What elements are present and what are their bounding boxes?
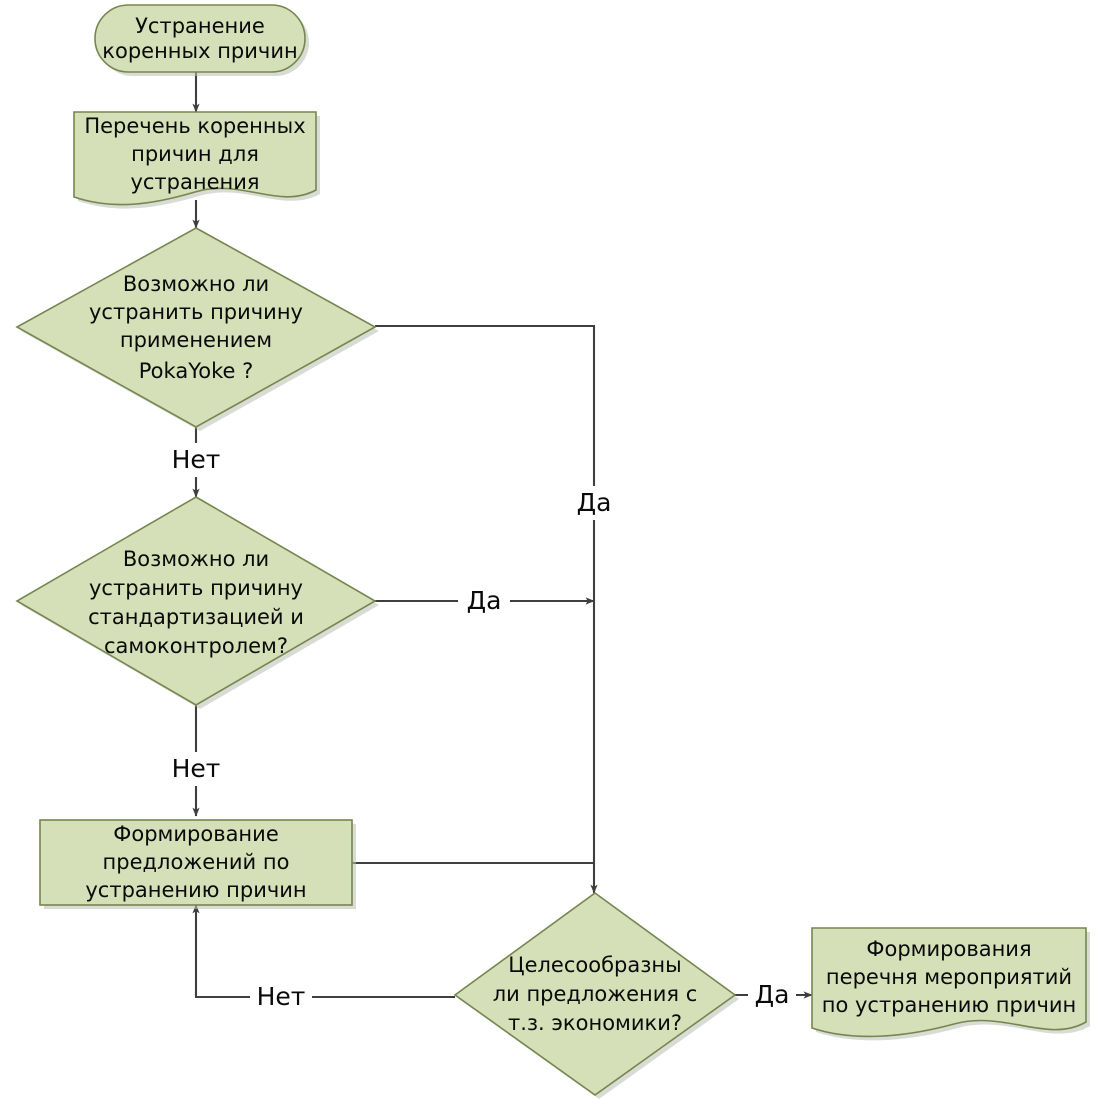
doc-list-label-line-1: Перечень коренных	[84, 114, 305, 138]
node-decision-economics[interactable]: Целесообразны ли предложения с т.з. экон…	[453, 892, 739, 1099]
edge-label-economics-yes-bg	[748, 978, 796, 1012]
edge-labels-layer: Нет Да Нет Да Нет Да	[168, 443, 796, 1014]
doc-list-label-line-3: устранения	[130, 170, 259, 194]
start-label-line-2: коренных причин	[102, 39, 297, 63]
node-start[interactable]: Устранение коренных причин	[94, 4, 309, 76]
edge-label-pokayoke-yes-bg	[568, 486, 620, 520]
edge-label-economics-no: Нет	[257, 982, 306, 1011]
node-doc-measures[interactable]: Формирования перечня мероприятий по устр…	[811, 927, 1090, 1041]
edge-label-economics-yes: Да	[755, 980, 790, 1009]
doc-measures-label-line-2: перечня мероприятий	[826, 965, 1072, 989]
decision-pokayoke-label-line-3: применением	[120, 328, 272, 352]
decision-standard-label-line-4: самоконтролем?	[104, 634, 288, 658]
process-proposals-label-line-3: устранению причин	[85, 878, 306, 902]
process-proposals-shape	[39, 819, 353, 906]
edge-label-standard-no: Нет	[172, 754, 221, 783]
doc-list-shape	[73, 111, 317, 206]
edge-label-standard-yes-bg	[458, 584, 510, 618]
start-shape	[94, 4, 306, 73]
doc-measures-label-line-1: Формирования	[866, 937, 1031, 961]
doc-measures-shape	[811, 927, 1087, 1038]
decision-pokayoke-label-line-2: устранить причину	[89, 300, 303, 324]
edge-economics-no	[192, 904, 455, 999]
edge-label-economics-no-bg	[250, 980, 312, 1014]
edge-label-standard-no-bg	[168, 752, 226, 786]
decision-economics-label-line-1: Целесообразны	[508, 953, 681, 977]
edge-pokayoke-yes	[375, 324, 598, 894]
node-decision-standard[interactable]: Возможно ли устранить причину стандартиз…	[15, 496, 379, 709]
decision-pokayoke-label-line-4: PokaYoke ?	[139, 359, 253, 383]
edge-label-pokayoke-no-bg	[168, 443, 226, 477]
doc-measures-label-line-3: по устранению причин	[822, 993, 1077, 1017]
start-label-line-1: Устранение	[135, 14, 265, 38]
decision-standard-label-line-2: устранить причину	[89, 576, 303, 600]
decision-standard-label-line-3: стандартизацией и	[88, 605, 304, 629]
decision-standard-label-line-1: Возможно ли	[123, 547, 269, 571]
decision-economics-shape	[453, 892, 737, 1096]
decision-standard-shape	[15, 496, 377, 706]
node-decision-pokayoke[interactable]: Возможно ли устранить причину применение…	[15, 227, 379, 431]
node-doc-list[interactable]: Перечень коренных причин для устранения	[73, 111, 320, 209]
process-proposals-label-line-2: предложений по	[103, 850, 290, 874]
decision-pokayoke-label-line-1: Возможно ли	[123, 272, 269, 296]
node-process-proposals[interactable]: Формирование предложений по устранению п…	[39, 819, 356, 909]
edge-label-pokayoke-yes: Да	[577, 488, 612, 517]
process-proposals-label-line-1: Формирование	[113, 822, 278, 846]
doc-list-label-line-2: причин для	[131, 142, 259, 166]
decision-economics-label-line-3: т.з. экономики?	[508, 1011, 682, 1035]
decision-economics-label-line-2: ли предложения с	[493, 982, 698, 1006]
edge-label-pokayoke-no: Нет	[172, 445, 221, 474]
decision-pokayoke-shape	[15, 227, 377, 428]
edge-label-standard-yes: Да	[467, 586, 502, 615]
